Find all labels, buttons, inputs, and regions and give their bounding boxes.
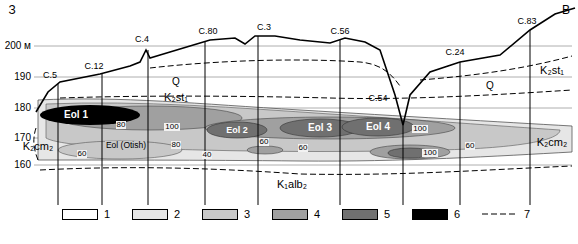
well-name: С.5 [43, 71, 57, 80]
stratum-index: Q [486, 81, 494, 91]
orebody-name: Eol 1 [64, 110, 88, 120]
well-name: С.12 [84, 62, 103, 71]
legend-item: 3 [202, 208, 250, 220]
well-name: С.54 [368, 94, 387, 103]
stratum-index: K₂cm₂ [537, 137, 568, 148]
contour-value: 100 [164, 123, 179, 131]
legend-item: 1 [62, 208, 110, 220]
legend-swatch [412, 209, 448, 220]
stratum-index: K₂cm₂ [23, 141, 54, 152]
boundary-dashed [34, 56, 572, 174]
well-name: С.80 [198, 27, 217, 36]
legend-swatch [272, 209, 308, 220]
ground-surface [36, 8, 575, 125]
legend-label: 1 [104, 208, 110, 220]
orebody-name: Eol (Otish) [105, 141, 147, 150]
legend-item: 5 [342, 208, 390, 220]
legend-item: 6 [412, 208, 460, 220]
contour-value: 80 [116, 121, 127, 129]
well-line [58, 30, 530, 205]
legend-item: 4 [272, 208, 320, 220]
legend-swatch [342, 209, 378, 220]
well-name: С.3 [257, 23, 271, 32]
well-name: С.56 [330, 27, 349, 36]
contour-value: 40 [202, 151, 213, 159]
elevation-label: 200 м [5, 41, 31, 51]
legend-swatch [202, 209, 238, 220]
orebody-name: Eol 4 [366, 122, 390, 132]
legend-item: 7 [482, 208, 530, 220]
horizon-zone-4 [247, 146, 283, 154]
direction-mark: В [562, 4, 570, 16]
legend-label: 2 [174, 208, 180, 220]
stratum-index: K₂st₁ [164, 92, 188, 103]
legend-label: 7 [524, 208, 530, 220]
legend-label: 4 [314, 208, 320, 220]
horizon-zone-4 [205, 117, 455, 139]
legend-swatch [132, 209, 168, 220]
orebody-name: Eol 3 [308, 123, 332, 133]
legend-line-sample [482, 208, 518, 220]
orebody-name: Eol 2 [226, 126, 248, 135]
contour-value: 60 [259, 138, 270, 146]
well-name: С.4 [135, 35, 149, 44]
horizon-zone-3 [58, 141, 182, 159]
elevation-label: 190 [14, 72, 31, 82]
contour-value: 60 [465, 142, 476, 150]
horizon-zone-2 [38, 99, 572, 161]
elevation-grid [34, 46, 572, 165]
legend-label: 6 [454, 208, 460, 220]
direction-mark: З [8, 4, 15, 16]
stratum-index: K₂st₁ [540, 65, 564, 76]
legend-label: 5 [384, 208, 390, 220]
contour-value: 80 [171, 141, 182, 149]
well-name: С.83 [517, 17, 536, 26]
horizon-zone-4 [370, 145, 450, 159]
elevation-label: 160 [14, 160, 31, 170]
contour-value: 60 [77, 150, 88, 158]
stratum-index: Q [172, 77, 180, 87]
well-name: С.24 [445, 48, 464, 57]
elevation-label: 180 [14, 103, 31, 113]
legend-line-sample [482, 213, 518, 214]
legend-item: 2 [132, 208, 180, 220]
contour-value: 60 [298, 144, 309, 152]
legend-label: 3 [244, 208, 250, 220]
stratum-index: K₁alb₂ [277, 179, 307, 190]
contour-value: 100 [422, 149, 437, 157]
contour-value: 100 [412, 125, 427, 133]
legend-swatch [62, 209, 98, 220]
